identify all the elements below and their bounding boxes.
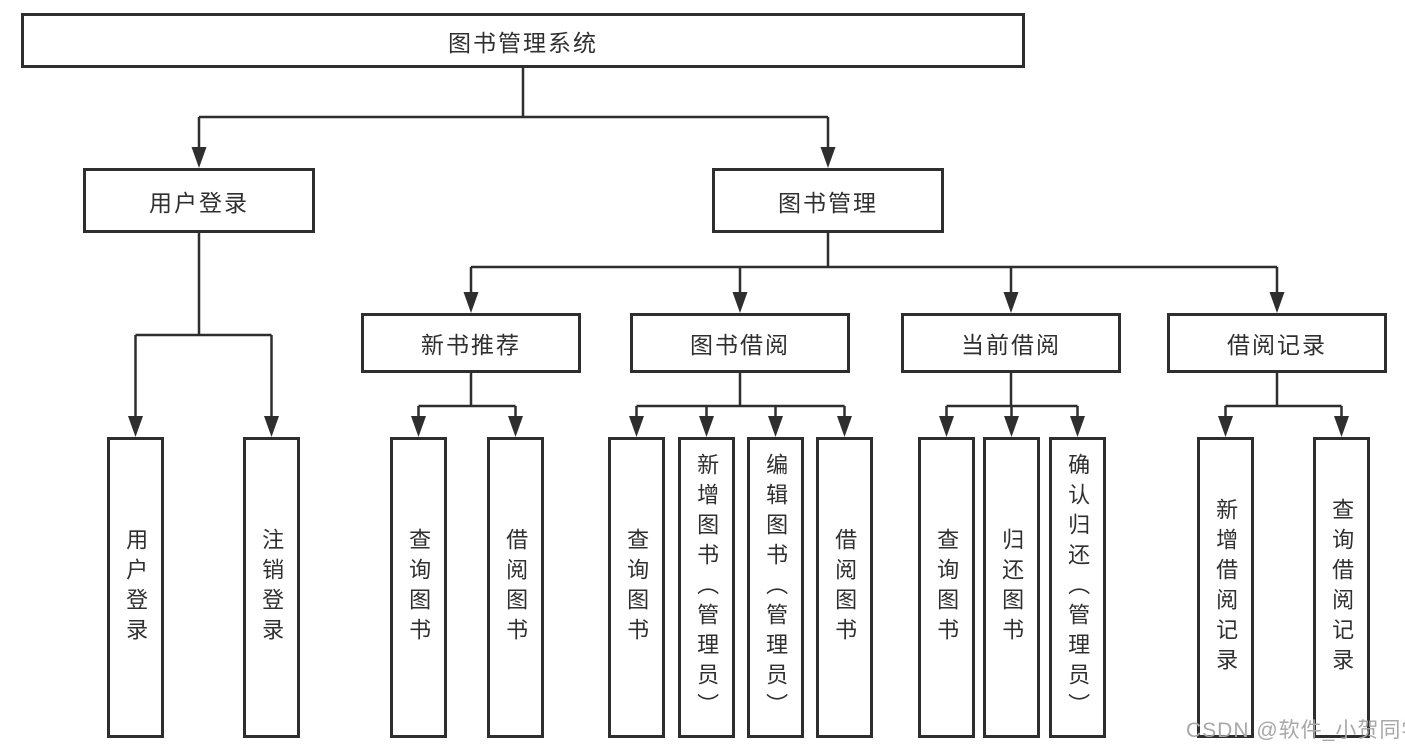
node-book-borrow-label: 图书借阅 xyxy=(690,332,790,358)
arrowhead-icons xyxy=(128,147,1349,437)
leaf-add-books-admin-label: 新增图书（管理员） xyxy=(694,452,720,723)
leaf-return-books: 归还图书 xyxy=(983,437,1040,738)
leaf-borrow-books-recommend-label: 借阅图书 xyxy=(503,527,529,648)
leaf-return-books-label: 归还图书 xyxy=(999,527,1025,648)
node-root: 图书管理系统 xyxy=(21,13,1025,68)
node-book-management: 图书管理 xyxy=(712,168,944,233)
leaf-add-books-admin: 新增图书（管理员） xyxy=(678,437,735,738)
node-user-login: 用户登录 xyxy=(83,168,315,233)
leaf-confirm-return-admin: 确认归还（管理员） xyxy=(1049,437,1106,738)
leaf-query-books-borrow: 查询图书 xyxy=(608,437,665,738)
node-current-borrow: 当前借阅 xyxy=(901,313,1121,373)
leaf-borrow-books-label: 借阅图书 xyxy=(832,527,858,648)
node-book-management-label: 图书管理 xyxy=(778,189,878,216)
node-book-borrow: 图书借阅 xyxy=(630,313,850,373)
node-user-login-label: 用户登录 xyxy=(149,189,249,216)
leaf-edit-books-admin: 编辑图书（管理员） xyxy=(747,437,804,738)
node-borrow-records: 借阅记录 xyxy=(1167,313,1387,373)
leaf-edit-books-admin-label: 编辑图书（管理员） xyxy=(763,452,789,723)
leaf-add-borrow-record-label: 新增借阅记录 xyxy=(1213,497,1239,678)
leaf-logout-label: 注销登录 xyxy=(259,527,285,648)
leaf-confirm-return-admin-label: 确认归还（管理员） xyxy=(1065,452,1091,723)
leaf-query-borrow-record: 查询借阅记录 xyxy=(1313,437,1370,738)
node-current-borrow-label: 当前借阅 xyxy=(961,332,1061,358)
csdn-watermark: CSDN @软件_小贺同学 xyxy=(1186,719,1405,742)
leaf-user-login-label: 用户登录 xyxy=(123,527,149,648)
leaf-borrow-books: 借阅图书 xyxy=(816,437,873,738)
leaf-logout: 注销登录 xyxy=(243,437,300,738)
leaf-query-borrow-record-label: 查询借阅记录 xyxy=(1329,497,1355,678)
leaf-user-login: 用户登录 xyxy=(107,437,164,738)
leaf-query-books-current: 查询图书 xyxy=(918,437,975,738)
node-new-book-recommend-label: 新书推荐 xyxy=(421,332,521,358)
leaf-borrow-books-recommend: 借阅图书 xyxy=(487,437,544,738)
node-borrow-records-label: 借阅记录 xyxy=(1227,332,1327,358)
leaf-query-books-recommend: 查询图书 xyxy=(390,437,447,738)
leaf-query-books-borrow-label: 查询图书 xyxy=(624,527,650,648)
leaf-query-books-current-label: 查询图书 xyxy=(934,527,960,648)
leaf-query-books-recommend-label: 查询图书 xyxy=(406,527,432,648)
node-new-book-recommend: 新书推荐 xyxy=(361,313,581,373)
node-root-label: 图书管理系统 xyxy=(448,29,598,56)
leaf-add-borrow-record: 新增借阅记录 xyxy=(1197,437,1254,738)
